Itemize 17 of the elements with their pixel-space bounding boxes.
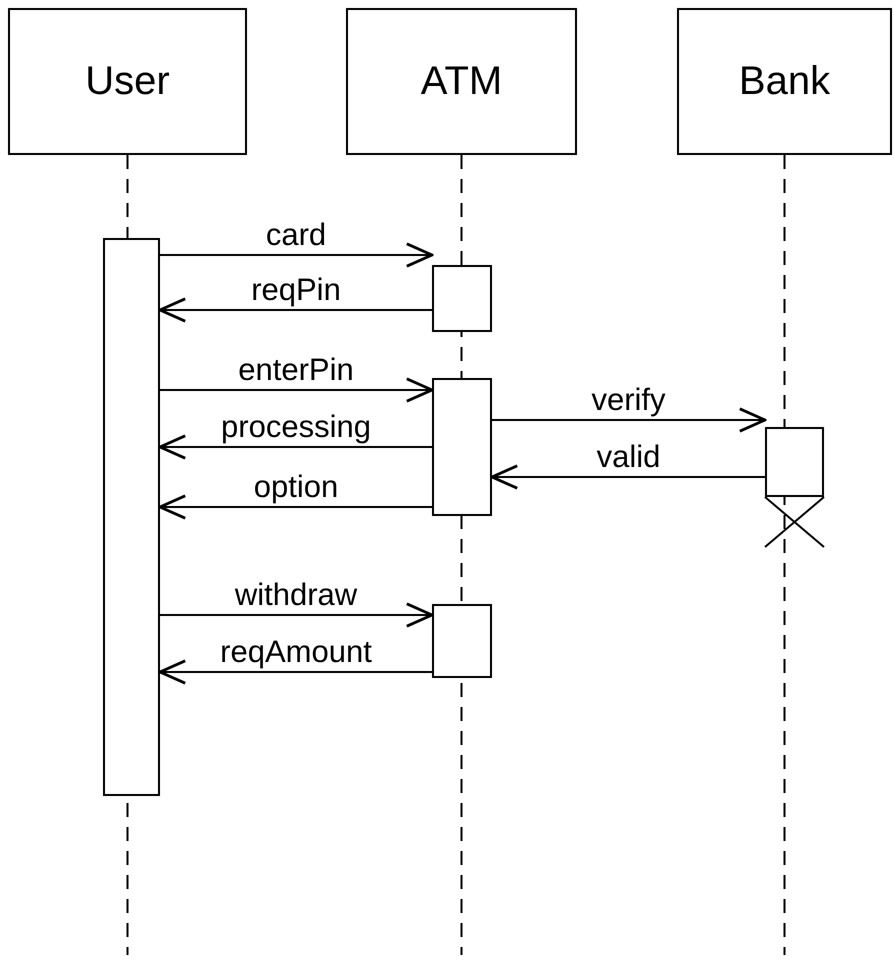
participant-box: Bank [677, 8, 892, 155]
message-arrow [158, 297, 432, 323]
message-arrow [160, 377, 434, 403]
message-arrow [158, 434, 432, 460]
activation-bar [103, 238, 160, 796]
participant-box: User [8, 8, 247, 155]
activation-bar [432, 378, 492, 516]
message-arrow [492, 407, 766, 433]
message-arrow [490, 464, 765, 490]
message-arrow [158, 494, 432, 520]
activation-bar [765, 427, 824, 497]
activation-bar [432, 604, 492, 678]
participant-box: ATM [346, 8, 577, 155]
message-arrow [160, 242, 434, 268]
activation-bar [432, 265, 492, 332]
message-arrow [160, 602, 434, 628]
message-arrow [158, 659, 432, 685]
